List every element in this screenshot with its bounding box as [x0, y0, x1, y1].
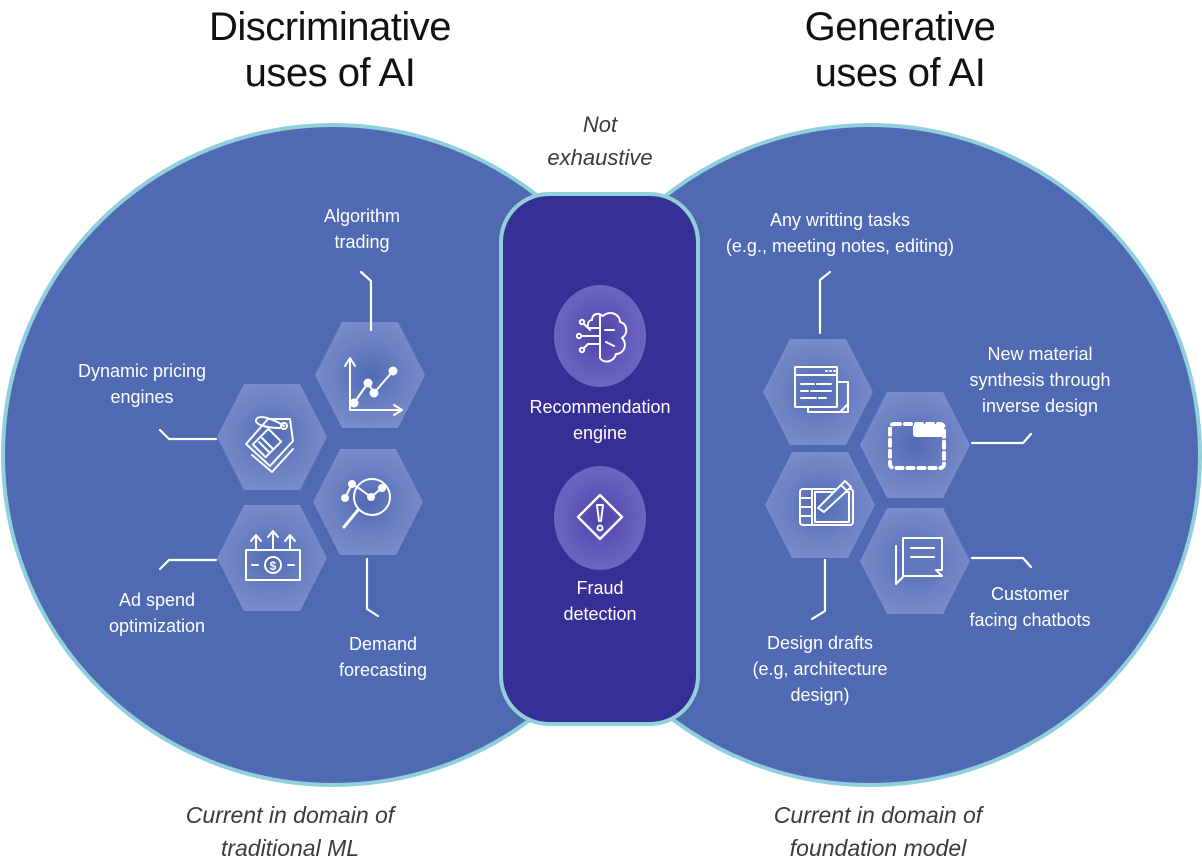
label-line: Fraud [576, 578, 624, 598]
label-line: engine [572, 423, 628, 443]
note-line-2: exhaustive [547, 145, 653, 170]
right-title-line-1: Generative [804, 5, 996, 49]
connector-demand-forecasting [365, 557, 380, 618]
label-ad-spend: Ad spend optimization [82, 587, 232, 639]
hex-material-synthesis [860, 392, 970, 498]
label-line: Dynamic pricing [77, 361, 207, 381]
right-title-line-2: uses of AI [814, 51, 986, 95]
label-line: (e.g, architecture [752, 659, 888, 679]
hex-demand-forecasting [313, 449, 423, 555]
right-title: Generative uses of AI [730, 4, 1070, 96]
label-line: design) [790, 685, 850, 705]
connector-material-synthesis [970, 432, 1033, 445]
price-tag-icon [245, 416, 294, 473]
label-algorithm-trading: Algorithm trading [282, 203, 442, 255]
left-footer-line-1: Current in domain of [185, 802, 395, 828]
document-icon [794, 366, 849, 413]
warning-diamond-icon [576, 493, 624, 541]
label-line: Ad spend [118, 590, 196, 610]
blob-fraud [554, 466, 646, 570]
label-line: (e.g., meeting notes, editing) [725, 236, 955, 256]
label-line: inverse design [981, 396, 1099, 416]
label-line: Algorithm [323, 206, 401, 226]
label-fraud-detection: Fraud detection [525, 575, 675, 627]
label-recommendation-engine: Recommendation engine [505, 394, 695, 446]
label-dynamic-pricing: Dynamic pricing engines [52, 358, 232, 410]
right-footer: Current in domain of foundation model [728, 799, 1028, 865]
left-footer: Current in domain of traditional ML [140, 799, 440, 865]
label-line: Recommendation [529, 397, 671, 417]
center-pill [499, 192, 700, 726]
brain-circuit-icon [575, 312, 628, 363]
label-line: New material [987, 344, 1093, 364]
label-line: trading [334, 232, 390, 252]
label-line: synthesis through [969, 370, 1111, 390]
label-chatbots: Customer facing chatbots [950, 581, 1110, 633]
label-design-drafts: Design drafts (e.g, architecture design) [735, 630, 905, 708]
connector-ad-spend [158, 558, 218, 571]
connector-chatbots [970, 556, 1033, 569]
label-material-synthesis: New material synthesis through inverse d… [955, 341, 1125, 419]
left-title: Discriminative uses of AI [160, 4, 500, 96]
label-line: optimization [108, 616, 206, 636]
label-line: Demand [348, 634, 418, 654]
label-line: forecasting [338, 660, 428, 680]
label-line: Design drafts [766, 633, 874, 653]
note-line-1: Not [582, 112, 618, 137]
label-line: detection [563, 604, 637, 624]
label-line: engines [110, 387, 174, 407]
not-exhaustive-note: Not exhaustive [500, 108, 700, 174]
left-footer-line-2: traditional ML [220, 835, 360, 861]
chat-bubbles-icon [895, 537, 943, 585]
right-footer-line-1: Current in domain of [773, 802, 983, 828]
left-title-line-2: uses of AI [244, 51, 416, 95]
line-chart-icon [344, 357, 403, 416]
connector-writing-tasks [818, 270, 832, 335]
connector-design-drafts [810, 558, 827, 621]
label-demand-forecasting: Demand forecasting [308, 631, 458, 683]
magnifier-chart-icon [341, 478, 391, 529]
connector-dynamic-pricing [158, 428, 218, 441]
drawing-tablet-icon [799, 480, 854, 526]
hex-algorithm-trading [315, 322, 425, 428]
label-line: Customer [990, 584, 1070, 604]
right-footer-line-2: foundation model [789, 835, 967, 861]
money-arrows-icon: $ [245, 530, 301, 581]
dashed-frame-icon [888, 422, 946, 470]
label-writing-tasks: Any writting tasks (e.g., meeting notes,… [700, 207, 980, 259]
left-title-line-1: Discriminative [209, 5, 451, 49]
connector-algorithm-trading [359, 270, 373, 332]
hex-dynamic-pricing [217, 384, 327, 490]
label-line: facing chatbots [969, 610, 1091, 630]
svg-text:$: $ [270, 559, 277, 573]
label-line: Any writting tasks [769, 210, 911, 230]
